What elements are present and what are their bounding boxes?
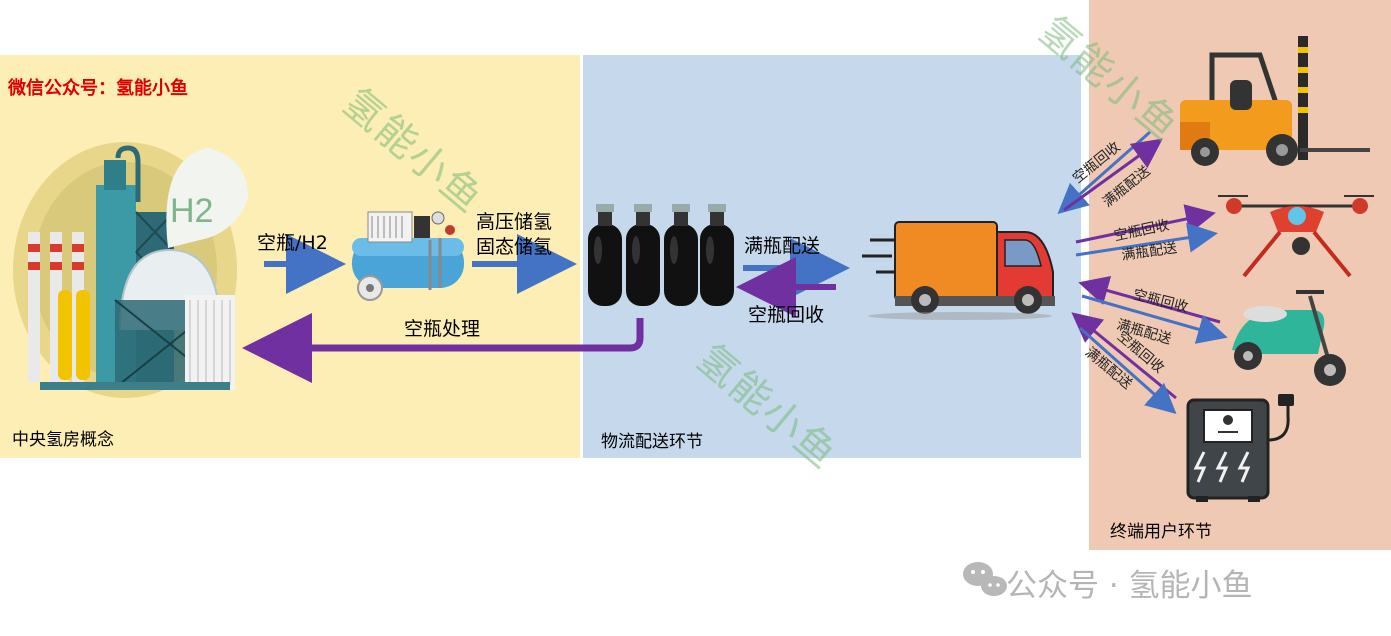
charger-icon bbox=[1186, 394, 1294, 502]
truck-icon bbox=[862, 221, 1055, 320]
h2-text: H2 bbox=[170, 192, 213, 230]
arrow-empty-processing bbox=[242, 313, 644, 383]
section-logistics-title: 物流配送环节 bbox=[601, 432, 703, 452]
header-note: 微信公众号：氢能小鱼 bbox=[8, 78, 188, 99]
footer-text: 公众号 · 氢能小鱼 bbox=[1006, 568, 1253, 604]
drone-icon bbox=[1218, 195, 1374, 278]
arrow-scooter-delivery bbox=[1081, 294, 1228, 344]
arrow-forklift-return bbox=[1063, 138, 1163, 212]
section-end-user-title: 终端用户环节 bbox=[1110, 522, 1212, 542]
arrow-drone-return bbox=[1075, 204, 1216, 244]
footer-account: 公众号 · 氢能小鱼 bbox=[962, 560, 1253, 605]
hydrogen-plant-icon bbox=[13, 142, 248, 398]
gas-cylinders-icon bbox=[588, 204, 734, 306]
flow-storage-line1: 高压储氢 bbox=[476, 211, 553, 233]
arrow-charger-delivery bbox=[1079, 326, 1177, 414]
flow-storage-line2: 固态储氢 bbox=[476, 236, 553, 258]
section-central-title: 中央氢房概念 bbox=[12, 430, 114, 450]
flow-empty-h2: 空瓶/H2 bbox=[257, 232, 328, 254]
arrow-drone-delivery bbox=[1075, 222, 1218, 257]
flow-empty-processing: 空瓶处理 bbox=[404, 318, 481, 340]
wechat-icon bbox=[963, 562, 1007, 596]
forklift-icon bbox=[1180, 36, 1370, 166]
compressor-icon bbox=[352, 211, 464, 301]
flow-full-delivery: 满瓶配送 bbox=[744, 235, 821, 257]
scooter-icon bbox=[1232, 290, 1346, 386]
flow-empty-return: 空瓶回收 bbox=[748, 304, 825, 326]
